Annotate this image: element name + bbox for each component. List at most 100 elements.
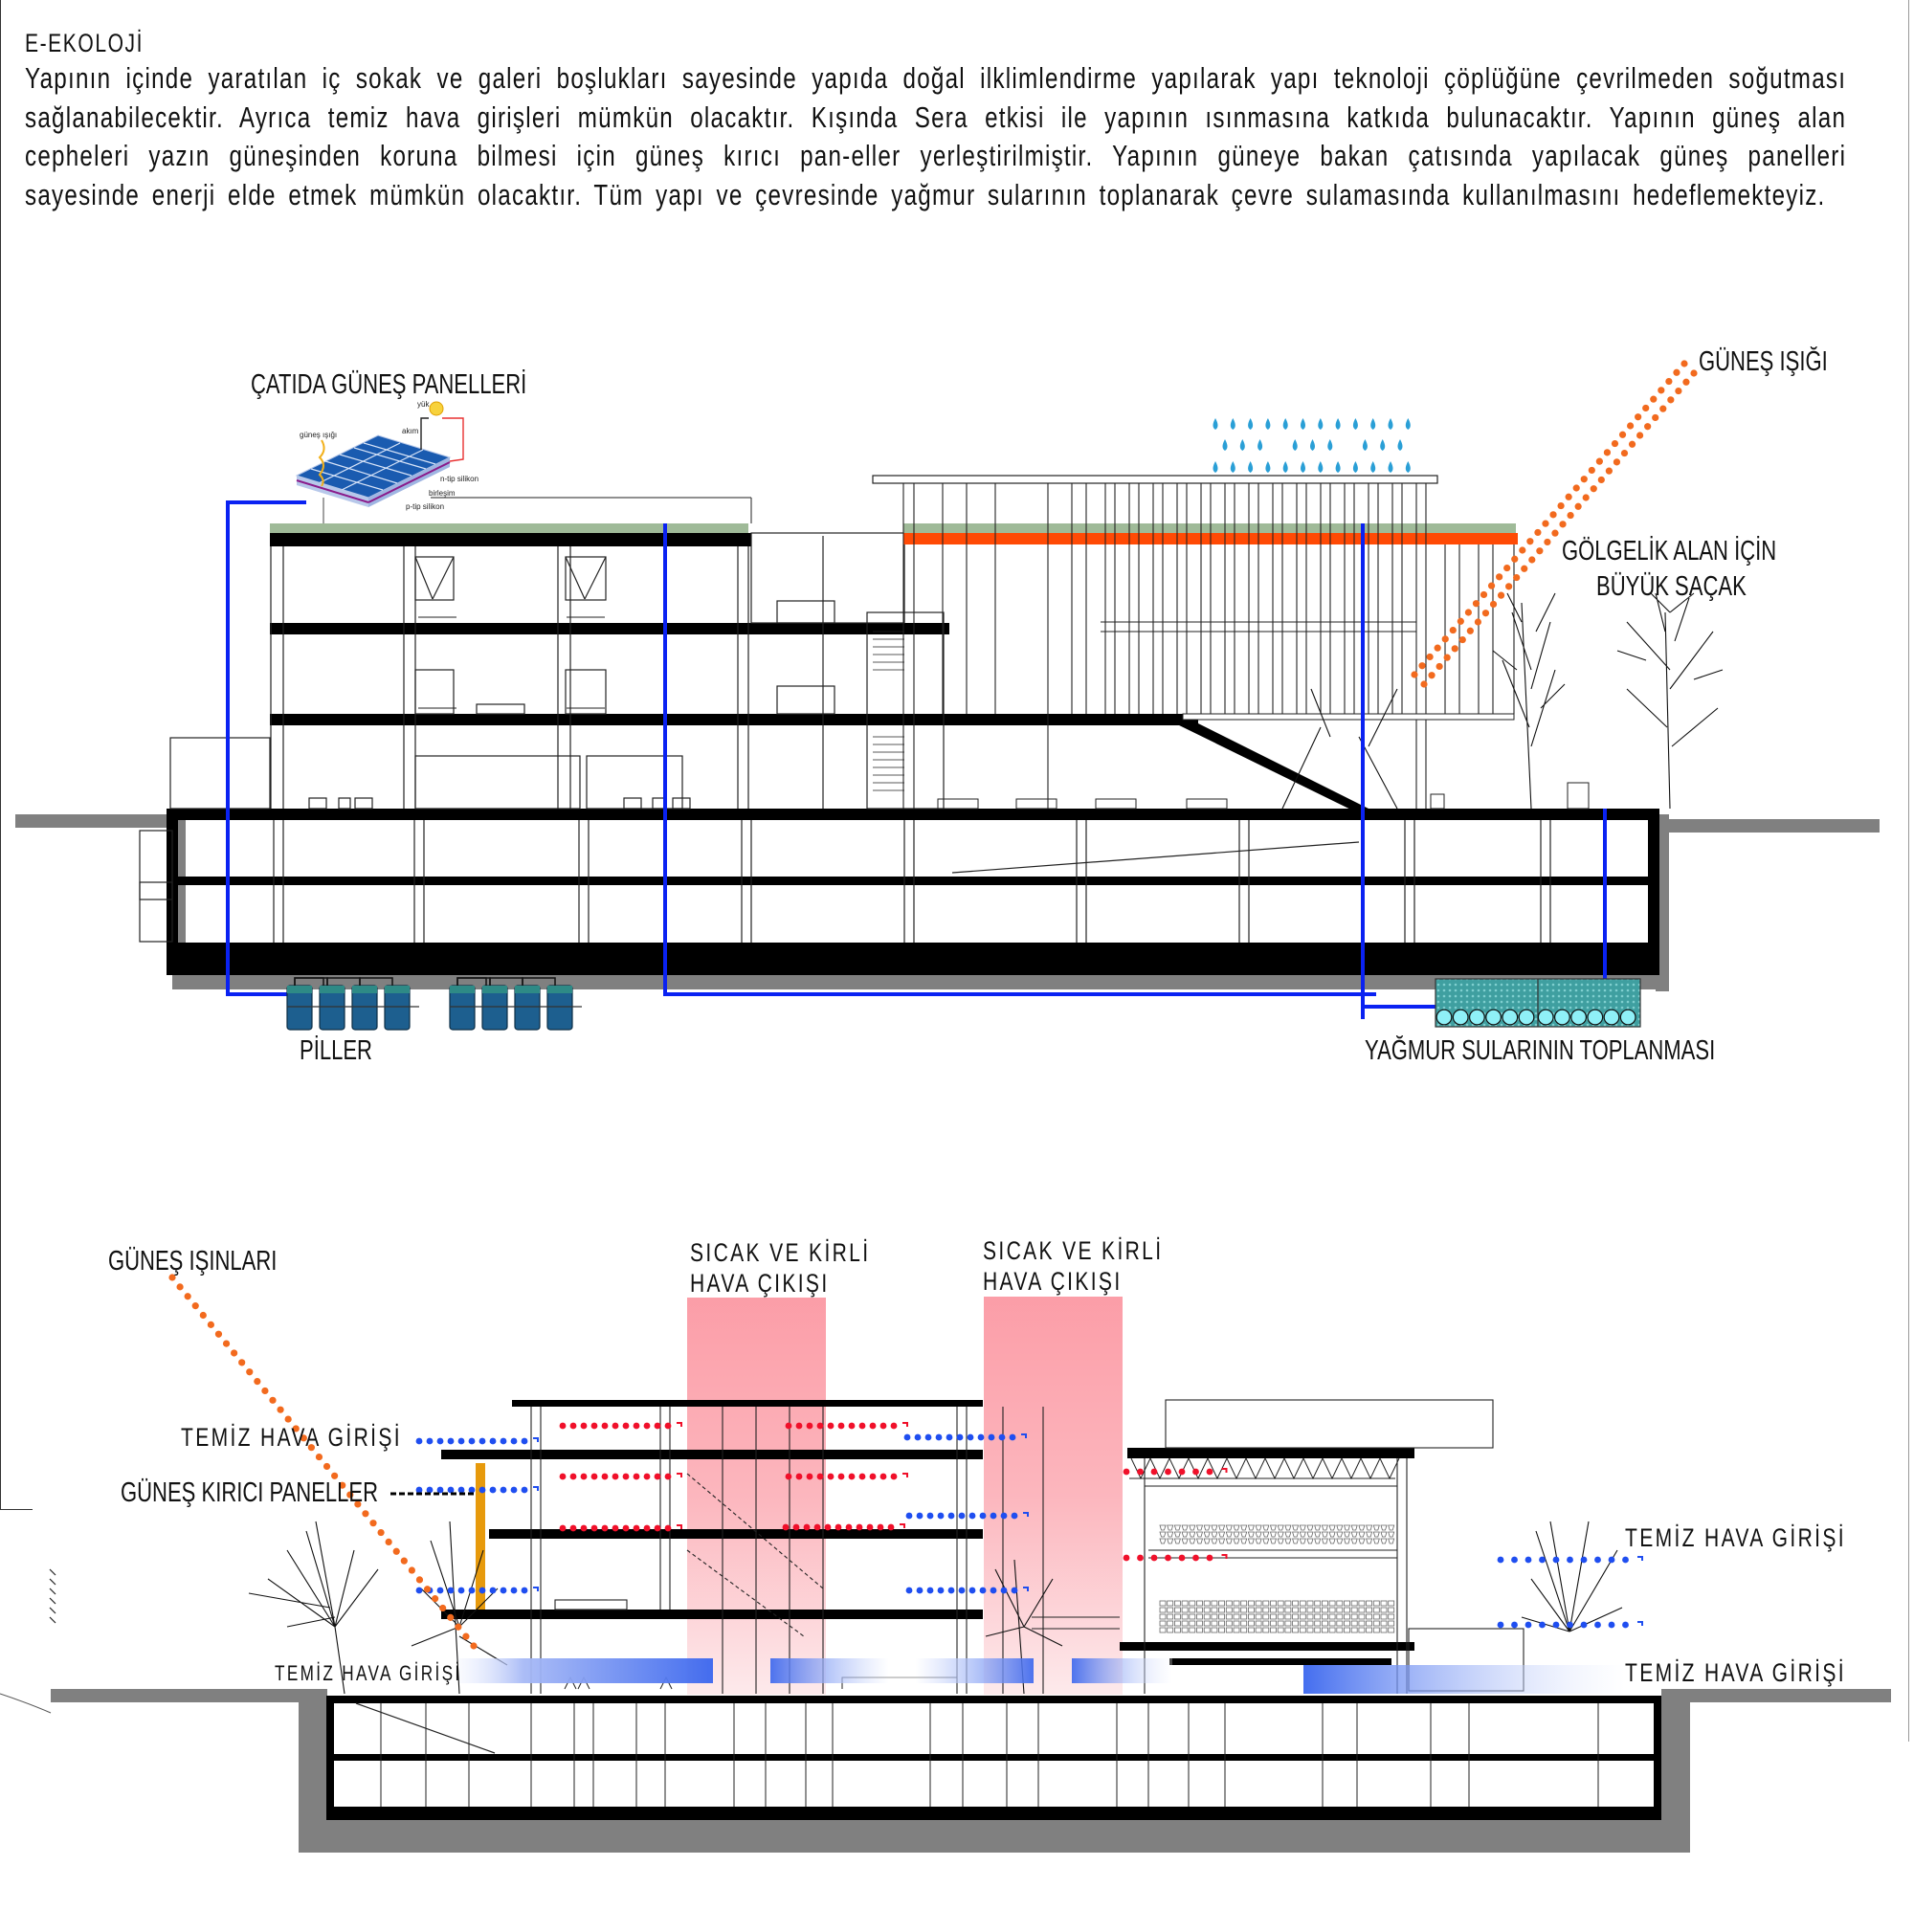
fresh-air-dot xyxy=(1497,1556,1504,1564)
seat-icon xyxy=(1336,1531,1344,1538)
seat-icon xyxy=(1366,1600,1372,1607)
seat-icon xyxy=(1181,1600,1189,1607)
rain-drop-icon xyxy=(1318,461,1324,473)
fresh-air-dot xyxy=(489,1486,497,1494)
sun-ray-dot xyxy=(269,1396,277,1404)
sun-ray-dot xyxy=(1481,610,1490,617)
rainwater-pipes xyxy=(226,500,1607,1019)
seat-icon xyxy=(1306,1607,1314,1613)
rain-drop-icon xyxy=(1397,439,1403,451)
truss-web xyxy=(1264,1457,1285,1480)
seat-icon xyxy=(1299,1607,1306,1613)
seat-icon xyxy=(1344,1627,1350,1633)
sun-ray-dot xyxy=(1665,377,1673,386)
hot-air-dot xyxy=(890,1422,898,1430)
seat-icon xyxy=(1233,1627,1240,1633)
seat-icon xyxy=(1240,1600,1248,1607)
fresh-air-dot xyxy=(1594,1556,1601,1564)
fresh-air-dot xyxy=(457,1587,465,1594)
seat-icon xyxy=(1262,1600,1270,1607)
seat-icon xyxy=(1358,1627,1366,1633)
seat-icon xyxy=(1189,1627,1196,1633)
filter-ball xyxy=(1502,1009,1519,1026)
truss-web xyxy=(1188,1457,1209,1480)
seat-icon xyxy=(1321,1531,1328,1538)
seat-icon xyxy=(1225,1538,1233,1544)
seat-icon xyxy=(1233,1613,1240,1620)
rain-drop-icon xyxy=(1335,461,1341,473)
seat-icon xyxy=(1299,1627,1306,1633)
hot-air-dot xyxy=(792,1523,800,1531)
fresh-air-dot xyxy=(1608,1621,1615,1629)
label-rainwater-collection: YAĞMUR SULARININ TOPLANMASI xyxy=(1365,1035,1716,1066)
seat-icon xyxy=(1181,1531,1189,1538)
left-block xyxy=(169,523,1365,818)
seat-icon xyxy=(1240,1531,1248,1538)
hot-air-dot xyxy=(869,1422,877,1430)
seat-icon xyxy=(1262,1538,1270,1544)
battery-cap xyxy=(287,986,312,993)
sun-ray-dot xyxy=(1652,413,1659,422)
sun-ray-dot xyxy=(385,1538,392,1546)
seat-icon xyxy=(1255,1627,1262,1633)
seat-icon xyxy=(1218,1607,1225,1613)
sun-ray-dot xyxy=(346,1491,354,1499)
battery-cap xyxy=(515,986,540,993)
battery-wire xyxy=(522,977,556,986)
fresh-air-dot xyxy=(1580,1556,1588,1564)
hot-air-dot xyxy=(559,1524,567,1532)
hot-air-dot xyxy=(580,1473,588,1480)
rain-drop-icon xyxy=(1230,461,1235,473)
flow-arrow-icon xyxy=(533,1486,539,1491)
seat-icon xyxy=(1262,1613,1270,1620)
fresh-air-dot xyxy=(935,1433,943,1441)
fresh-air-dot xyxy=(968,1512,976,1520)
seat-icon xyxy=(1240,1627,1248,1633)
hot-air-dot xyxy=(877,1523,884,1531)
flow-arrow-icon xyxy=(1221,1554,1228,1559)
seat-icon xyxy=(1255,1524,1262,1531)
fresh-air-dot xyxy=(1552,1556,1560,1564)
seat-icon xyxy=(1372,1627,1380,1633)
label-hot-air-exit-1-line1: SICAK VE KİRLİ xyxy=(690,1238,871,1267)
bottom-slabs xyxy=(441,1400,1414,1665)
seat-icon xyxy=(1277,1524,1284,1531)
fresh-air-band-3 xyxy=(1072,1658,1172,1683)
sun-ray-dot xyxy=(1588,466,1595,475)
seat-icon xyxy=(1203,1620,1211,1627)
sun-ray-dot xyxy=(1480,590,1488,599)
battery-cap xyxy=(450,986,475,993)
seat-icon xyxy=(1350,1620,1358,1627)
sun-ray-dot xyxy=(470,1642,478,1650)
fresh-air-dot xyxy=(958,1512,966,1520)
sun-ray-dot xyxy=(176,1283,184,1291)
rain-drop-icon xyxy=(1335,418,1341,430)
seat-icon xyxy=(1167,1538,1174,1544)
sun-ray-dot xyxy=(1574,502,1582,510)
green-roof-left xyxy=(270,523,748,533)
battery-cap xyxy=(482,986,507,993)
fresh-air-dot xyxy=(447,1486,455,1494)
seat-icon xyxy=(1240,1620,1248,1627)
battery-wire xyxy=(359,977,393,986)
seat-icon xyxy=(1336,1607,1344,1613)
seat-icon xyxy=(1380,1531,1388,1538)
page-title: E-EKOLOJİ xyxy=(25,29,145,57)
seat-icon xyxy=(1255,1600,1262,1607)
hot-air-dot xyxy=(1206,1468,1213,1476)
filter-ball xyxy=(1603,1009,1620,1026)
hot-air-dot xyxy=(856,1523,863,1531)
seat-icon xyxy=(1255,1620,1262,1627)
seat-icon xyxy=(1366,1524,1373,1531)
sun-ray-dot xyxy=(1627,422,1635,430)
hot-air-dot xyxy=(664,1422,672,1430)
hot-air-dot xyxy=(837,1473,845,1480)
sun-ray-dot xyxy=(191,1302,199,1310)
fresh-air-dot xyxy=(521,1486,528,1494)
seat-icon xyxy=(1174,1620,1181,1627)
rain-drop-icon xyxy=(1318,418,1324,430)
hot-air-dot xyxy=(1165,1468,1171,1476)
rain-drop-icon xyxy=(1301,418,1305,430)
hot-air-dot xyxy=(813,1523,821,1531)
